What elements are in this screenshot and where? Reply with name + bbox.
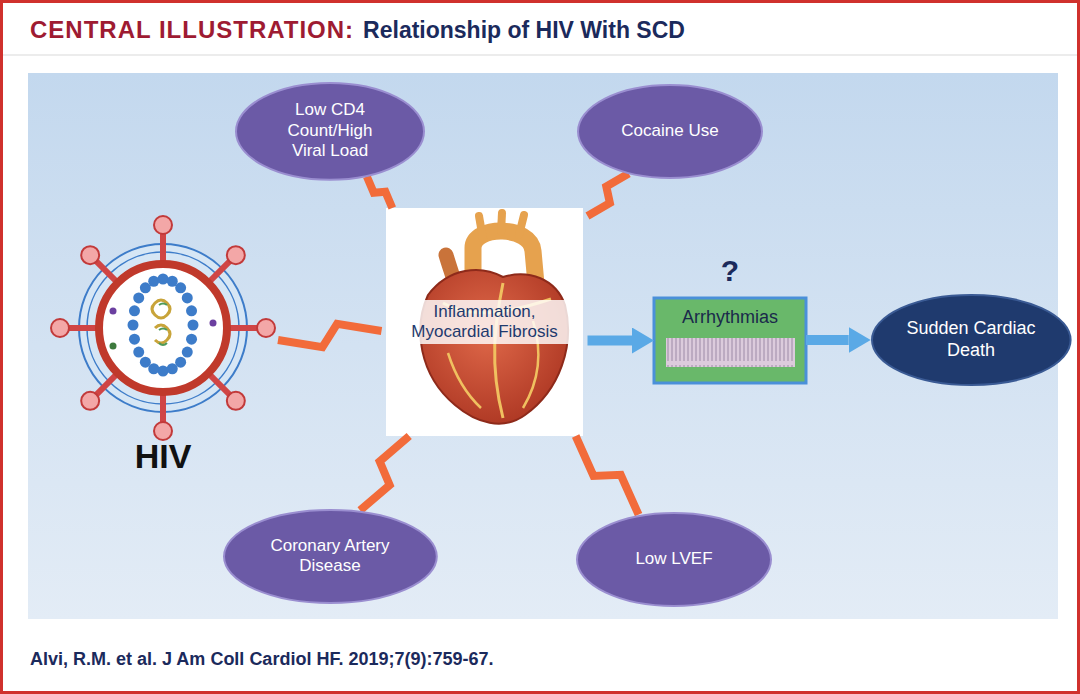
virus-node: HIV <box>48 217 278 483</box>
heart-panel <box>386 208 583 436</box>
spike-stem <box>229 325 259 331</box>
lightning-connector <box>360 436 409 510</box>
caption: Alvi, R.M. et al. J Am Coll Cardiol HF. … <box>30 649 493 670</box>
virus-membrane <box>99 264 227 392</box>
virus-enzyme <box>110 343 117 350</box>
aortic-branch <box>479 216 483 239</box>
capsid-bead <box>188 320 199 331</box>
virus-envelope-ring <box>87 252 239 404</box>
ecg-trace <box>666 338 795 367</box>
virus-envelope <box>79 244 247 412</box>
spike-stem <box>95 260 116 281</box>
virus-enzyme <box>110 308 117 315</box>
heart-box: Inflammation, Myocardial Fibrosis <box>382 208 588 436</box>
capsid-bead <box>182 347 193 358</box>
capsid-bead <box>175 282 186 293</box>
risk-factor-ellipse: Coronary Artery Disease <box>223 509 438 604</box>
capsid-bead <box>133 292 144 303</box>
coronary-vessel <box>448 353 481 408</box>
capsid-bead <box>133 347 144 358</box>
risk-factor-ellipse: Low LVEF <box>576 512 772 607</box>
lightning-connector <box>588 174 629 216</box>
virus-spikes <box>51 216 275 440</box>
ellipse-shape <box>224 510 437 603</box>
viral-rna <box>159 304 167 346</box>
node-label: Arrhythmias <box>682 307 778 329</box>
node-label: Low LVEF <box>635 549 712 569</box>
question-mark: ? <box>721 254 739 288</box>
capsid-bead <box>186 334 197 345</box>
node-label: Sudden Cardiac Death <box>906 318 1036 361</box>
node-label: Cocaine Use <box>621 121 718 141</box>
capsid-bead <box>158 274 169 285</box>
spike-knob <box>227 246 245 264</box>
title: Relationship of HIV With SCD <box>363 17 685 44</box>
capsid-bead <box>140 357 151 368</box>
node-label: Inflammation, Myocardial Fibrosis <box>390 300 580 345</box>
risk-factor-ellipse: Low CD4 Count/High Viral Load <box>235 82 425 181</box>
spike-knob <box>257 319 275 337</box>
capsid-bead <box>128 320 139 331</box>
ellipse-shape <box>236 83 424 180</box>
arrhythmia-box <box>654 298 806 383</box>
hiv-virus <box>51 216 275 440</box>
arrow-connector <box>806 335 849 345</box>
spike-knob <box>81 246 99 264</box>
heading: CENTRAL ILLUSTRATION: Relationship of HIV… <box>30 16 685 44</box>
arrow-connector <box>588 336 633 346</box>
spike-stem <box>160 394 166 424</box>
spike-knob <box>227 392 245 410</box>
capsid-bead <box>182 292 193 303</box>
node-label: HIV <box>135 436 192 477</box>
spike-stem <box>95 375 116 396</box>
lightning-connector <box>278 324 382 347</box>
capsid-bead <box>129 334 140 345</box>
capsid-bead <box>167 363 178 374</box>
capsid-bead <box>186 305 197 316</box>
spike-stem <box>210 375 231 396</box>
risk-factor-ellipse: Cocaine Use <box>577 84 763 179</box>
outcome-ellipse: Sudden Cardiac Death <box>871 294 1072 386</box>
viral-rna <box>152 300 170 343</box>
node-label: Low CD4 Count/High Viral Load <box>273 100 388 161</box>
ellipse-shape <box>577 513 771 606</box>
node-layer: Low CD4 Count/High Viral Load Cocaine Use… <box>3 3 1080 694</box>
ecg-strip <box>666 338 795 367</box>
heart-body <box>420 270 568 424</box>
spike-stem <box>67 325 97 331</box>
aortic-branch <box>501 213 502 232</box>
node-label: Coronary Artery Disease <box>260 536 400 577</box>
lightning-connector <box>367 177 392 208</box>
capsid-bead <box>158 366 169 377</box>
lightning-connector <box>576 436 639 515</box>
spike-stem <box>160 232 166 262</box>
ellipse-shape <box>578 85 762 178</box>
heading-prefix: CENTRAL ILLUSTRATION: <box>30 16 354 44</box>
virus-enzyme <box>210 320 217 327</box>
spike-knob <box>51 319 69 337</box>
virus-capsid <box>128 274 199 377</box>
capsid-bead <box>129 305 140 316</box>
spike-knob <box>154 216 172 234</box>
spike-knob <box>81 392 99 410</box>
spike-stem <box>210 260 231 281</box>
arrhythmia-node: Arrhythmias <box>654 298 806 383</box>
aortic-branch <box>519 215 524 235</box>
capsid-bead <box>148 276 159 287</box>
heading-rule <box>3 55 1080 56</box>
ellipse-shape <box>872 295 1071 385</box>
